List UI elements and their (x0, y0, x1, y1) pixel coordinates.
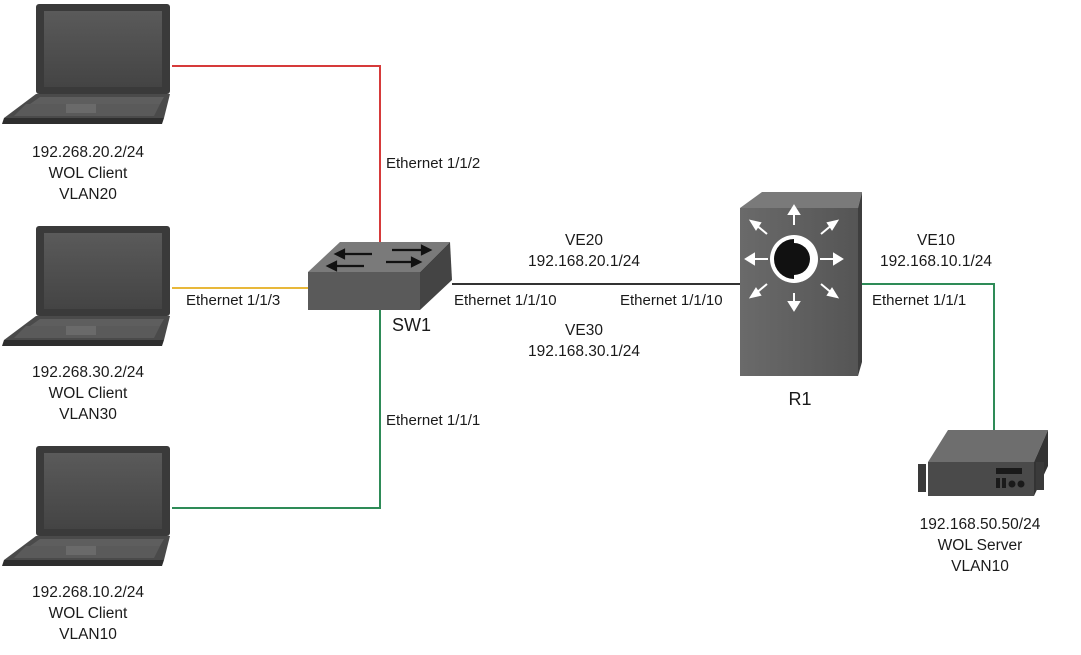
server-label: 192.168.50.50/24 WOL Server VLAN10 (920, 514, 1041, 577)
client-vlan20-role: WOL Client (48, 165, 128, 182)
port-sw1-right: Ethernet 1/1/10 (454, 292, 557, 309)
server-ip: 192.168.50.50/24 (919, 516, 1041, 533)
switch-name: SW1 (392, 315, 432, 335)
ve10-label: VE10 192.168.10.1/24 (880, 230, 992, 272)
ve10-name: VE10 (917, 232, 955, 249)
laptop-client-vlan10 (2, 446, 170, 566)
server-vlan: VLAN10 (951, 558, 1009, 575)
ve30-ip: 192.168.30.1/24 (527, 343, 641, 360)
port-r1-right: Ethernet 1/1/1 (872, 292, 967, 309)
ve30-name: VE30 (565, 322, 603, 339)
switch-icon (308, 242, 452, 310)
client-vlan30-vlan: VLAN30 (59, 406, 117, 423)
client-vlan10-label: 192.268.10.2/24 WOL Client VLAN10 (32, 582, 144, 645)
ve20-name: VE20 (565, 232, 603, 249)
ve20-ip: 192.168.20.1/24 (527, 253, 641, 270)
port-sw1-left: Ethernet 1/1/3 (186, 292, 281, 309)
router-icon (740, 192, 862, 376)
client-vlan10-role: WOL Client (48, 605, 128, 622)
link-client-vlan10 (172, 310, 381, 509)
client-vlan20-ip: 192.268.20.2/24 (31, 144, 145, 161)
link-client-vlan20 (172, 65, 381, 245)
ve10-ip: 192.168.10.1/24 (879, 253, 993, 270)
server-icon (918, 430, 1048, 496)
port-sw1-top: Ethernet 1/1/2 (386, 155, 481, 172)
laptop-client-vlan30 (2, 226, 170, 346)
ve20-label: VE20 192.168.20.1/24 (528, 230, 640, 272)
link-r1-server (858, 283, 995, 430)
port-sw1-bottom: Ethernet 1/1/1 (386, 412, 481, 429)
router-name: R1 (788, 389, 812, 409)
client-vlan10-vlan: VLAN10 (59, 626, 117, 643)
client-vlan30-role: WOL Client (48, 385, 128, 402)
port-r1-left: Ethernet 1/1/10 (620, 292, 723, 309)
laptop-client-vlan20 (2, 4, 170, 124)
client-vlan10-ip: 192.268.10.2/24 (31, 584, 145, 601)
server-role: WOL Server (937, 537, 1023, 554)
client-vlan30-label: 192.268.30.2/24 WOL Client VLAN30 (32, 362, 144, 425)
ve30-label: VE30 192.168.30.1/24 (528, 320, 640, 362)
client-vlan20-vlan: VLAN20 (59, 186, 117, 203)
client-vlan20-label: 192.268.20.2/24 WOL Client VLAN20 (32, 142, 144, 205)
client-vlan30-ip: 192.268.30.2/24 (31, 364, 145, 381)
